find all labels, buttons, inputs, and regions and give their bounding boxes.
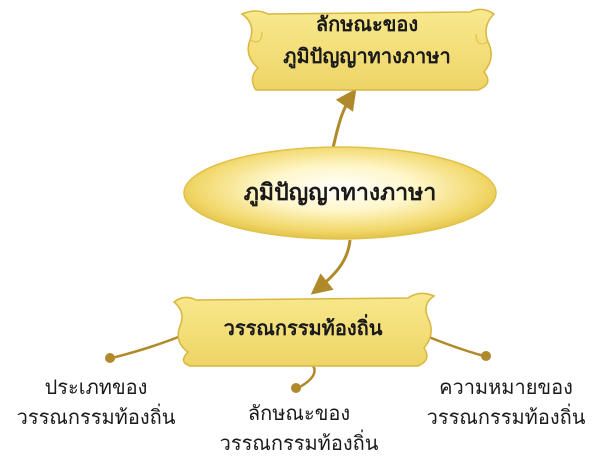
top-node: ลักษณะของ ภูมิปัญญาทางภาษา: [248, 8, 486, 72]
connector-dot-leaf-1: [105, 353, 115, 363]
leaf-node-characteristics-line-1: ลักษณะของ: [247, 401, 351, 425]
connector-center-to-mid: [310, 239, 352, 295]
leaf-node-characteristics: ลักษณะของ วรรณกรรมท้องถิ่น: [204, 398, 394, 458]
connector-center-to-top: [330, 88, 357, 153]
center-node: ภูมิปัญญาทางภาษา: [188, 168, 492, 218]
mid-node: วรรณกรรมท้องถิ่น: [178, 300, 428, 356]
connector-dot-leaf-2: [291, 383, 301, 393]
leaf-node-types-line-1: ประเภทของ: [44, 375, 148, 399]
top-node-shape: [240, 8, 496, 91]
leaf-node-meaning-line-2: วรรณกรรมท้องถิ่น: [426, 405, 586, 429]
leaf-node-meaning-line-1: ความหมายของ: [439, 375, 573, 399]
mid-node-label: วรรณกรรมท้องถิ่น: [223, 316, 383, 340]
leaf-node-types: ประเภทของ วรรณกรรมท้องถิ่น: [2, 372, 190, 432]
center-node-shape: [183, 146, 497, 240]
leaf-node-types-line-2: วรรณกรรมท้องถิ่น: [16, 405, 176, 429]
top-node-line-2: ภูมิปัญญาทางภาษา: [283, 44, 451, 68]
leaf-node-characteristics-line-2: วรรณกรรมท้องถิ่น: [219, 431, 379, 455]
leaf-node-meaning: ความหมายของ วรรณกรรมท้องถิ่น: [412, 372, 600, 432]
mid-node-shape: [172, 292, 436, 367]
connector-dot-leaf-3: [481, 351, 491, 361]
center-node-label: ภูมิปัญญาทางภาษา: [243, 180, 437, 206]
top-node-line-1: ลักษณะของ: [315, 12, 419, 36]
